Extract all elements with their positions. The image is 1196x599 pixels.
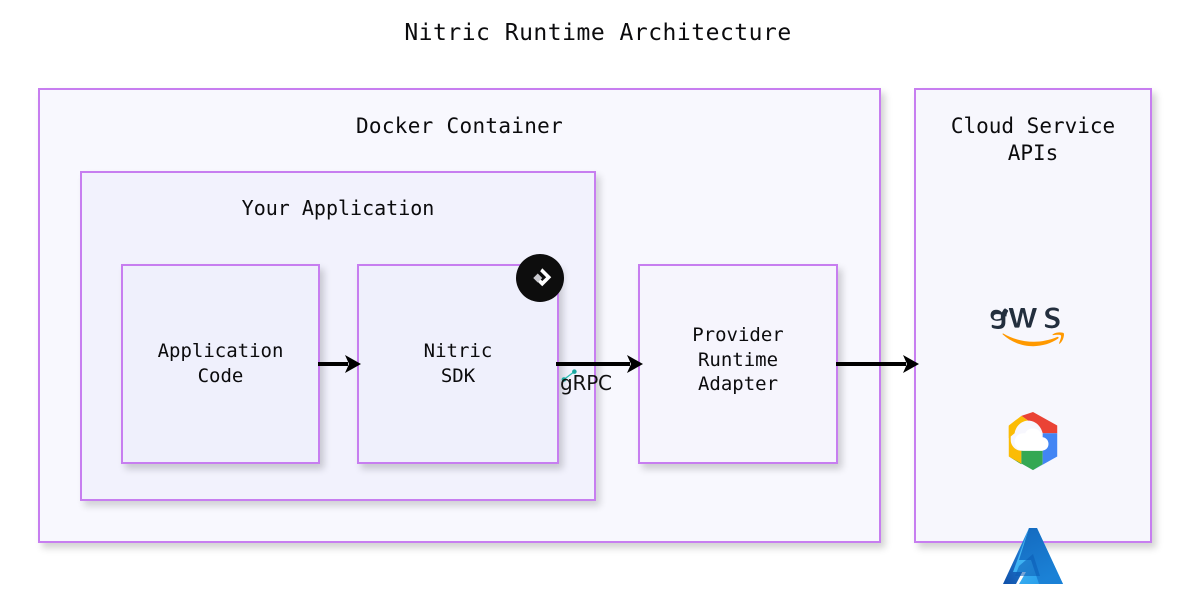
diagram-title: Nitric Runtime Architecture — [404, 20, 792, 46]
application-code-box: Application Code — [121, 264, 320, 464]
nitric-sdk-box: Nitric SDK — [357, 254, 564, 464]
your-application-label: Your Application — [241, 196, 435, 220]
provider-runtime-adapter-label: Provider Runtime Adapter — [692, 324, 784, 396]
cloud-service-apis-label: Cloud Service APIs — [950, 114, 1116, 166]
cloud-service-apis-box: Cloud Service APIs — [914, 88, 1152, 584]
arrow-provider-runtime-adapter-to-cloud-service-apis — [836, 355, 919, 373]
google-cloud-logo-icon — [916, 402, 1150, 480]
grpc-edge-label: gRPC — [560, 371, 612, 395]
aws-logo-icon — [916, 286, 1150, 364]
nitric-sdk-label: Nitric SDK — [423, 340, 493, 387]
arrow-nitric-sdk-to-provider-runtime-adapter — [556, 355, 643, 373]
nitric-logo-icon — [516, 254, 564, 302]
arrow-application-code-to-nitric-sdk — [318, 355, 361, 373]
docker-container-label: Docker Container — [355, 114, 564, 138]
diagram-canvas: Nitric Runtime Architecture Docker Conta… — [38, 20, 1152, 584]
provider-runtime-adapter-box: Provider Runtime Adapter — [638, 264, 838, 464]
grpc-logo-icon — [561, 369, 577, 382]
azure-logo-icon — [916, 515, 1150, 599]
application-code-label: Application Code — [157, 340, 284, 387]
